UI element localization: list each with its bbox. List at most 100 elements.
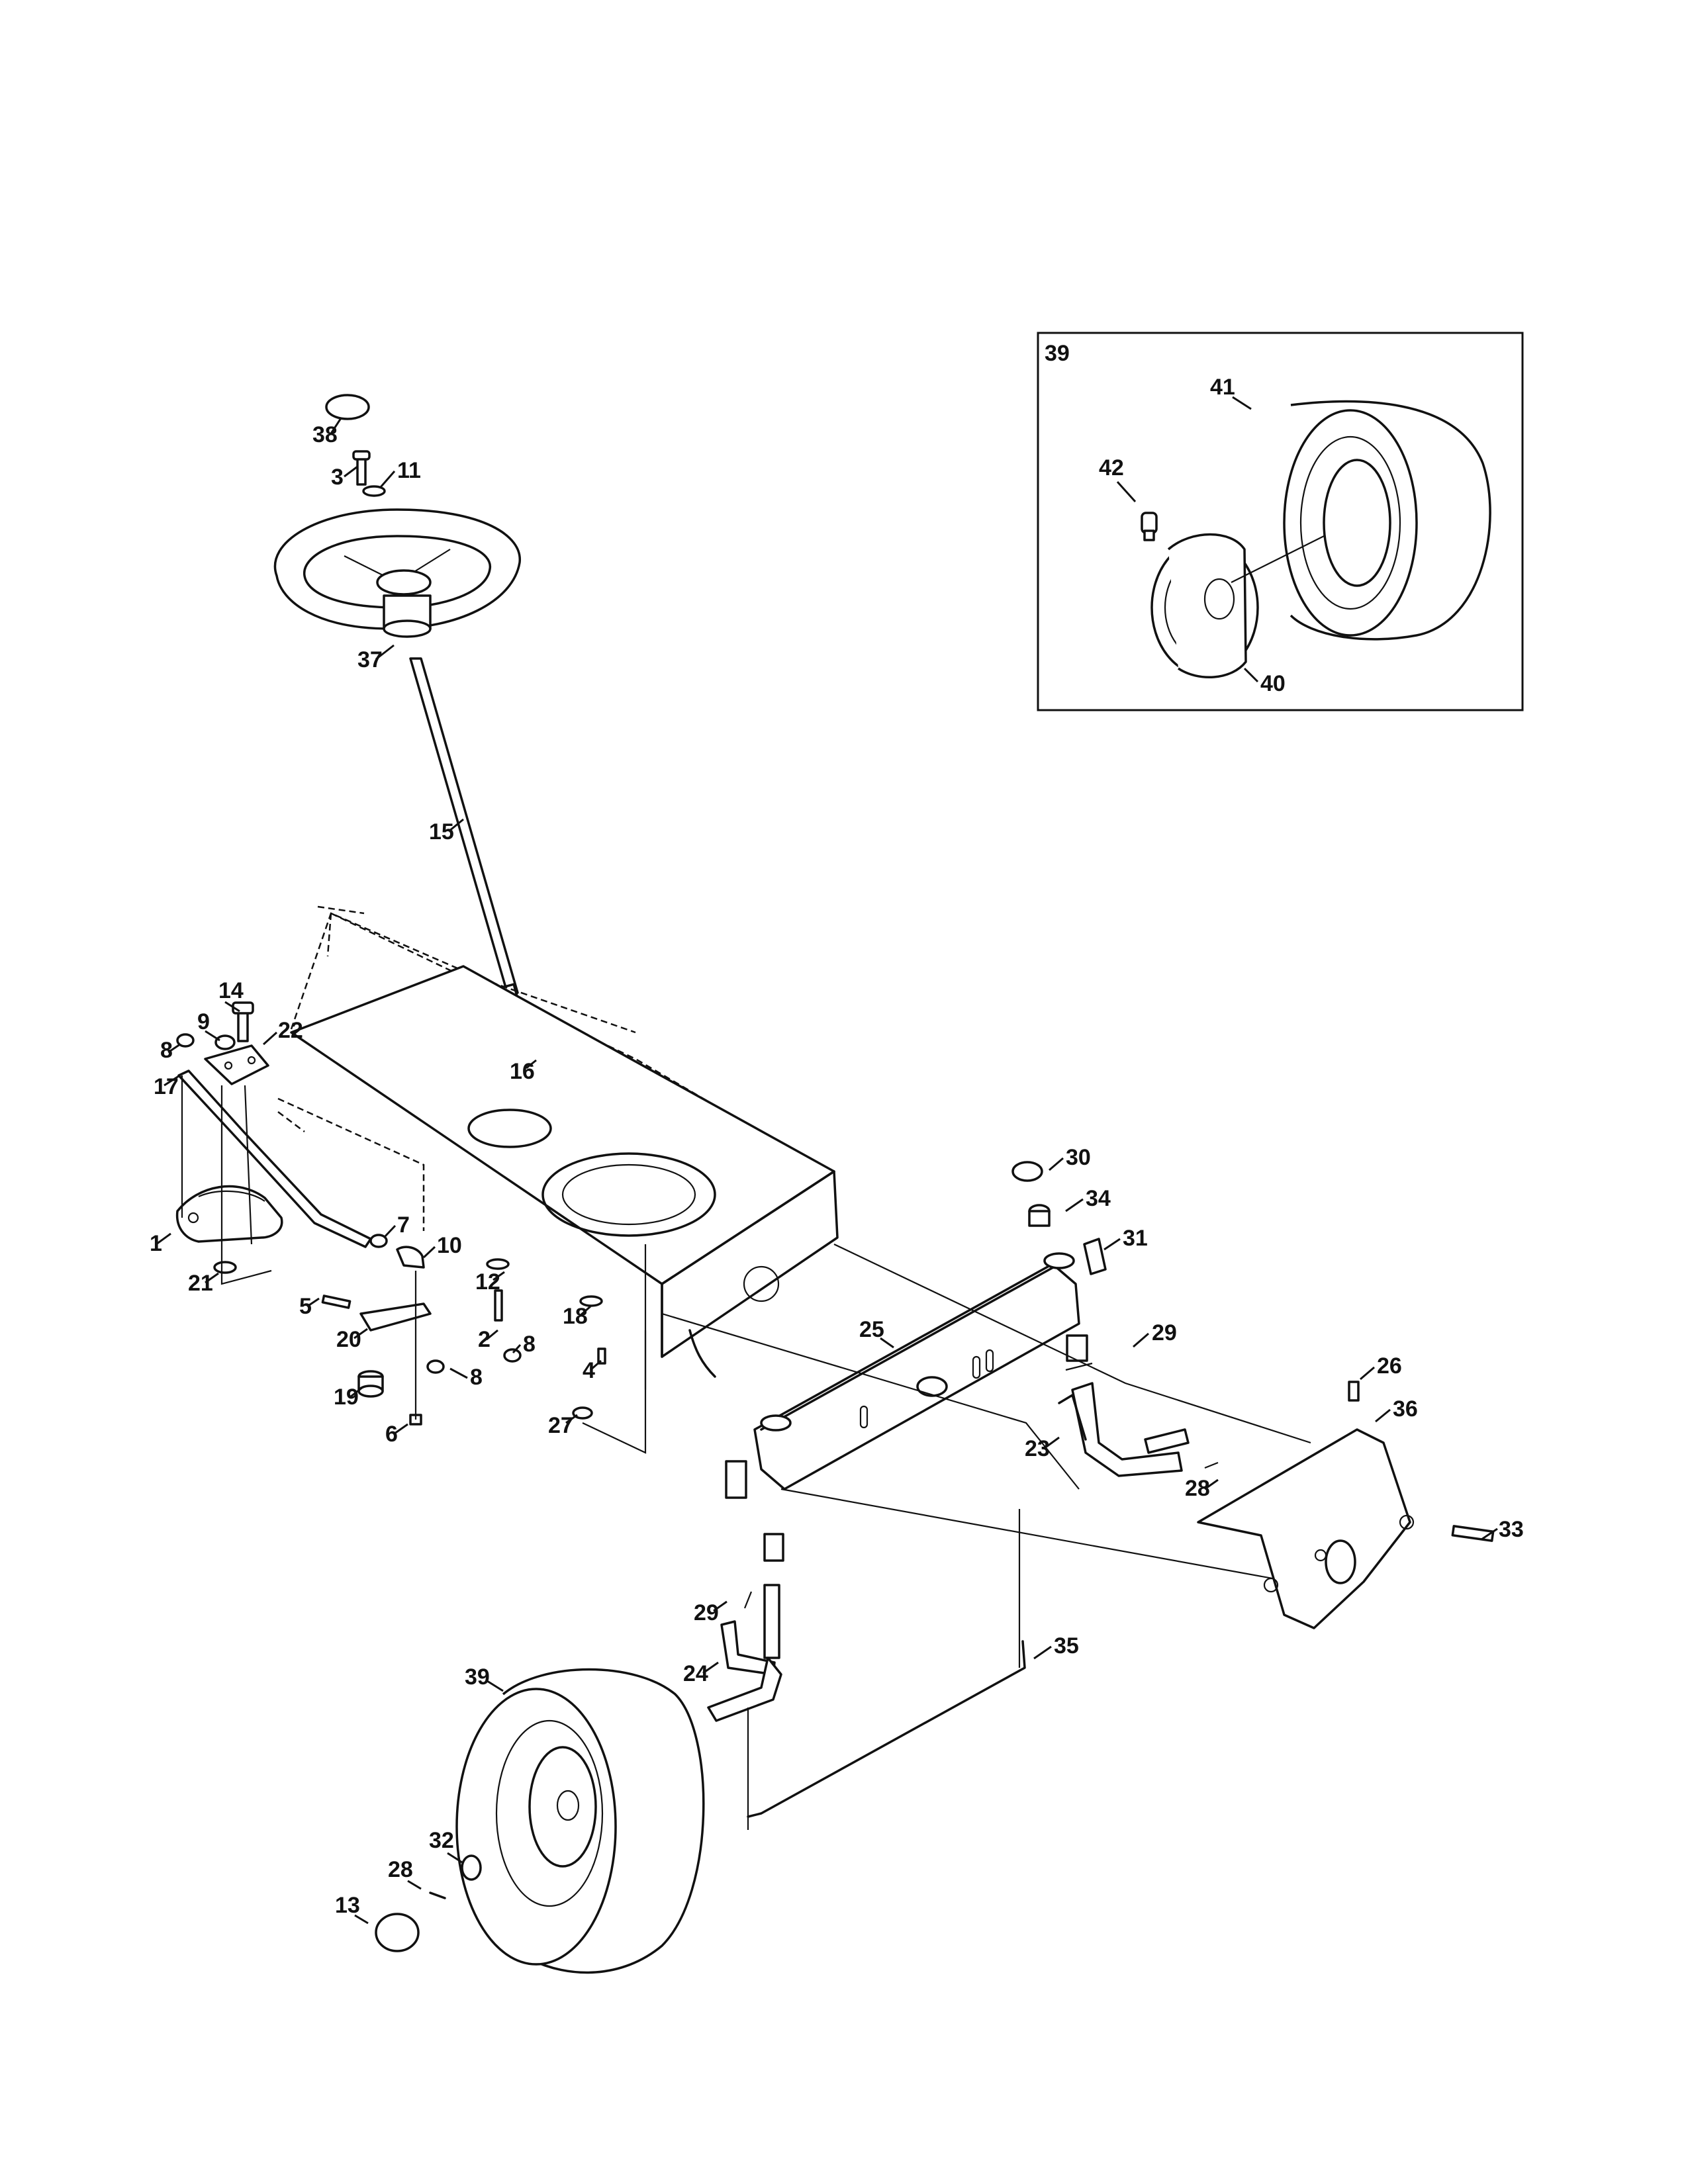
plate-22	[204, 1044, 269, 1085]
leader-line	[512, 1343, 522, 1354]
leader-line	[350, 1386, 363, 1398]
callout-c18: 18	[563, 1304, 591, 1329]
callout-c29b: 29	[694, 1600, 727, 1625]
inset-label: 39	[1045, 341, 1070, 366]
leader-line	[383, 1224, 397, 1239]
leader-line	[713, 1600, 727, 1612]
callout-label: 7	[397, 1212, 410, 1238]
leader-line	[880, 1337, 894, 1349]
leader-line	[448, 818, 464, 833]
callout-c21: 21	[188, 1271, 219, 1296]
callout-label: 18	[563, 1304, 588, 1329]
leader-line	[224, 1001, 240, 1013]
inset-wheel-assembly: 39	[1037, 332, 1524, 711]
leader-line	[379, 471, 396, 488]
callout-label: 35	[1054, 1633, 1079, 1659]
callout-label: 10	[437, 1233, 462, 1258]
callout-label: 42	[1099, 455, 1124, 480]
leader-line	[344, 465, 358, 478]
callout-label: 4	[583, 1358, 595, 1383]
leader-line	[1375, 1408, 1391, 1423]
callout-c9: 9	[197, 1009, 220, 1042]
axle-bracket-36	[1197, 1381, 1495, 1629]
callout-label: 23	[1025, 1436, 1050, 1461]
front-wheel-39	[375, 1668, 705, 1974]
callout-label: 21	[188, 1271, 213, 1296]
leader-line	[394, 1423, 408, 1435]
leader-line	[375, 644, 395, 660]
callout-label: 22	[278, 1018, 303, 1043]
leader-line	[262, 1031, 278, 1046]
sector-gear-1	[175, 1185, 283, 1243]
callout-label: 11	[397, 458, 421, 483]
callout-c12: 12	[475, 1269, 505, 1295]
callout-c14: 14	[218, 978, 244, 1013]
callout-c2: 2	[478, 1327, 498, 1352]
leader-line	[1065, 1198, 1084, 1212]
callout-label: 28	[388, 1857, 413, 1882]
tie-rod-35	[747, 1640, 1026, 1818]
callout-c25: 25	[859, 1317, 894, 1349]
callout-label: 41	[1210, 375, 1235, 400]
callout-c7: 7	[383, 1212, 410, 1239]
leader-line	[1049, 1157, 1064, 1171]
callout-c6: 6	[385, 1422, 408, 1447]
callout-label: 5	[299, 1294, 312, 1319]
leader-line	[1033, 1645, 1052, 1660]
callout-c28b: 28	[388, 1857, 422, 1890]
leader-line	[354, 1914, 369, 1925]
callout-label: 39	[465, 1664, 490, 1690]
leader-line	[1103, 1238, 1121, 1251]
callout-label: 13	[335, 1893, 360, 1918]
valve-stem-42	[1141, 512, 1158, 541]
leader-line	[205, 1272, 219, 1284]
leader-line	[447, 1852, 463, 1864]
spindle-24	[707, 1584, 782, 1722]
callout-c16: 16	[510, 1059, 537, 1084]
callout-label: 3	[331, 465, 344, 490]
front-axle-25	[661, 1161, 1311, 1583]
callout-c8a: 8	[160, 1038, 181, 1063]
callout-c13: 13	[335, 1893, 369, 1925]
callout-c35: 35	[1033, 1633, 1079, 1660]
leader-line	[1133, 1332, 1149, 1348]
leader-line	[579, 1305, 591, 1317]
leader-line	[590, 1359, 602, 1371]
leader-line	[492, 1271, 505, 1281]
leader-line	[1044, 1436, 1060, 1449]
callout-c28a: 28	[1185, 1476, 1219, 1501]
callout-c8c: 8	[449, 1365, 483, 1390]
spacer-31	[1083, 1238, 1107, 1275]
callout-c41: 41	[1210, 375, 1252, 410]
callout-c23: 23	[1025, 1436, 1060, 1461]
leader-line	[164, 1075, 179, 1087]
callout-c19: 19	[334, 1385, 363, 1410]
bolt-3	[356, 455, 367, 486]
callout-label: 30	[1066, 1145, 1091, 1170]
washer-11	[362, 485, 386, 497]
spindle-23	[1058, 1362, 1219, 1477]
callout-label: 20	[336, 1327, 361, 1352]
callout-label: 14	[218, 978, 244, 1003]
leader-line	[702, 1661, 719, 1674]
callout-label: 37	[357, 647, 383, 672]
callout-label: 29	[694, 1600, 719, 1625]
leader-line	[565, 1414, 578, 1424]
callout-label: 8	[160, 1038, 173, 1063]
callout-label: 15	[429, 819, 454, 844]
steering-linkage	[175, 1001, 647, 1454]
callout-label: 40	[1260, 671, 1286, 696]
callout-label: 16	[510, 1059, 535, 1084]
callout-label: 8	[523, 1332, 536, 1357]
leader-line	[1204, 1479, 1219, 1490]
callout-label: 2	[478, 1327, 491, 1352]
callout-c30: 30	[1049, 1145, 1091, 1171]
steering-wheel-assembly	[273, 394, 521, 638]
callout-c5: 5	[299, 1294, 320, 1319]
leader-line	[353, 1328, 368, 1340]
leader-line	[487, 1680, 504, 1692]
callout-label: 29	[1152, 1320, 1177, 1345]
callout-label: 36	[1393, 1396, 1418, 1422]
callout-c42: 42	[1099, 455, 1137, 503]
